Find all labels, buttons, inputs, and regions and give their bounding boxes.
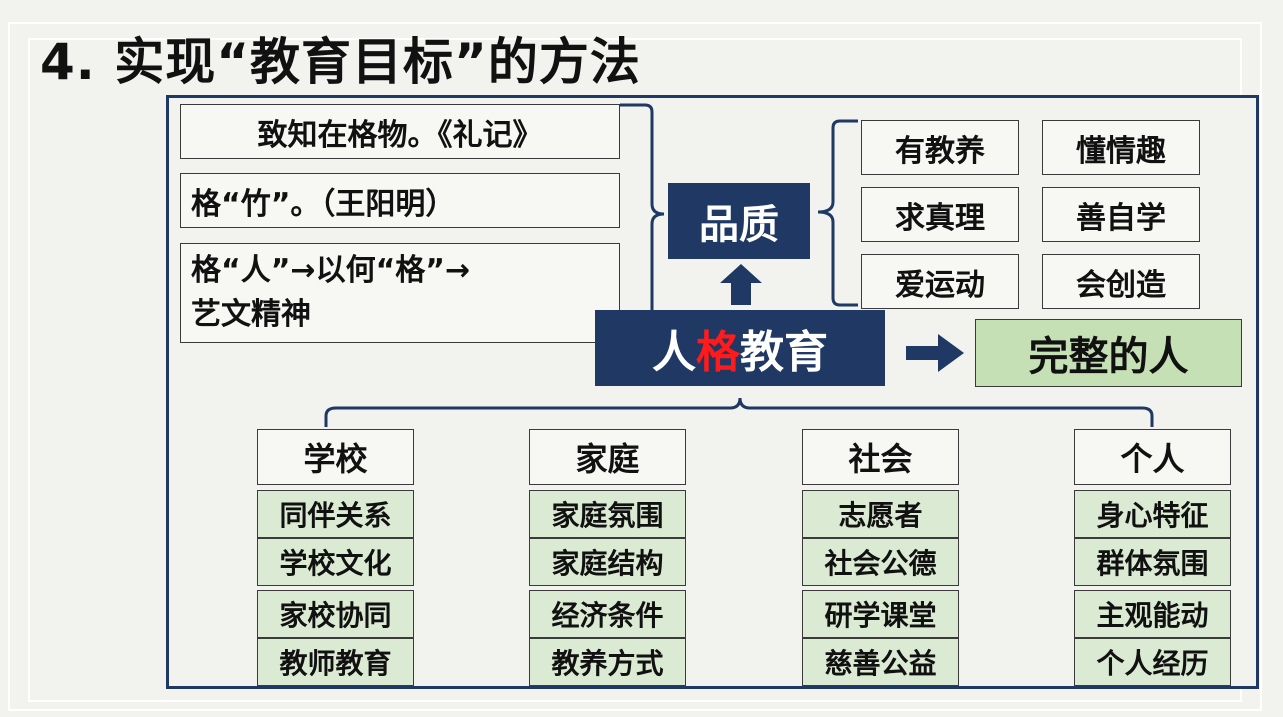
center-text-part3: 教育 bbox=[740, 327, 828, 378]
traits-bracket bbox=[817, 119, 858, 307]
column-item-label: 社会公德 bbox=[824, 547, 937, 580]
column-item: 研学课堂 bbox=[802, 590, 959, 638]
arrow-right-icon bbox=[906, 334, 964, 372]
center-node: 人格教育 bbox=[595, 310, 885, 386]
column-item-label: 身心特征 bbox=[1096, 499, 1209, 532]
column-item-label: 慈善公益 bbox=[824, 647, 937, 680]
center-text-highlight: 格 bbox=[696, 327, 740, 378]
column-item-label: 个人经历 bbox=[1096, 647, 1209, 680]
trait-label: 有教养 bbox=[895, 133, 985, 169]
trait-box: 求真理 bbox=[861, 187, 1019, 242]
quality-label: 品质 bbox=[699, 202, 779, 248]
column-item: 个人经历 bbox=[1074, 638, 1231, 686]
column-item-label: 教养方式 bbox=[551, 647, 664, 680]
column-item: 家校协同 bbox=[257, 590, 414, 638]
column-item-label: 学校文化 bbox=[279, 547, 392, 580]
quote-box-ren: 格“人”→以何“格”→ 艺文精神 bbox=[180, 243, 620, 343]
trait-box: 爱运动 bbox=[861, 254, 1019, 309]
column-header: 个人 bbox=[1074, 429, 1231, 485]
column-item-label: 经济条件 bbox=[551, 599, 664, 632]
quote-text: 致知在格物。《礼记》 bbox=[257, 117, 543, 153]
quote-text-line2: 艺文精神 bbox=[191, 297, 311, 332]
column-item: 家庭结构 bbox=[529, 538, 686, 586]
column-header-label: 家庭 bbox=[575, 440, 640, 478]
column-item: 主观能动 bbox=[1074, 590, 1231, 638]
trait-box: 会创造 bbox=[1042, 254, 1200, 309]
column-header-label: 学校 bbox=[303, 440, 368, 478]
column-item: 慈善公益 bbox=[802, 638, 959, 686]
column-item: 社会公德 bbox=[802, 538, 959, 586]
column-item-label: 主观能动 bbox=[1096, 599, 1209, 632]
outcome-label: 完整的人 bbox=[1028, 334, 1189, 380]
column-header: 家庭 bbox=[529, 429, 686, 485]
column-item: 学校文化 bbox=[257, 538, 414, 586]
trait-label: 求真理 bbox=[895, 200, 985, 236]
column-item: 身心特征 bbox=[1074, 490, 1231, 538]
trait-label: 懂情趣 bbox=[1076, 133, 1166, 169]
column-item: 教养方式 bbox=[529, 638, 686, 686]
column-item-label: 家庭结构 bbox=[551, 547, 664, 580]
trait-box: 有教养 bbox=[861, 120, 1019, 175]
page-title: 4. 实现“教育目标”的方法 bbox=[40, 33, 641, 91]
trait-box: 懂情趣 bbox=[1042, 120, 1200, 175]
column-header: 社会 bbox=[802, 429, 959, 485]
quote-box-liji: 致知在格物。《礼记》 bbox=[180, 104, 620, 159]
quality-node: 品质 bbox=[668, 183, 810, 259]
outcome-node: 完整的人 bbox=[975, 319, 1242, 387]
column-item-label: 志愿者 bbox=[838, 499, 923, 532]
column-item-label: 教师教育 bbox=[279, 647, 392, 680]
column-item-label: 群体氛围 bbox=[1096, 547, 1209, 580]
column-item: 经济条件 bbox=[529, 590, 686, 638]
column-header-label: 个人 bbox=[1120, 440, 1185, 478]
quote-box-wangyangming: 格“竹”。（王阳明） bbox=[180, 173, 620, 228]
column-item-label: 家校协同 bbox=[279, 599, 392, 632]
column-header: 学校 bbox=[257, 429, 414, 485]
arrow-up-icon bbox=[720, 264, 762, 305]
column-item: 同伴关系 bbox=[257, 490, 414, 538]
quote-text-line1: 格“人”→以何“格”→ bbox=[191, 253, 471, 288]
column-header-label: 社会 bbox=[848, 440, 913, 478]
trait-box: 善自学 bbox=[1042, 187, 1200, 242]
decorative-frame-outer bbox=[8, 22, 1262, 711]
column-item: 志愿者 bbox=[802, 490, 959, 538]
trait-label: 会创造 bbox=[1076, 267, 1166, 303]
trait-label: 爱运动 bbox=[895, 267, 985, 303]
quotes-bracket bbox=[620, 103, 665, 312]
center-text-part1: 人 bbox=[652, 327, 696, 378]
column-item-label: 家庭氛围 bbox=[551, 499, 664, 532]
column-item: 教师教育 bbox=[257, 638, 414, 686]
column-item: 群体氛围 bbox=[1074, 538, 1231, 586]
column-item: 家庭氛围 bbox=[529, 490, 686, 538]
columns-bracket bbox=[324, 397, 1154, 427]
column-item-label: 研学课堂 bbox=[824, 599, 937, 632]
quote-text: 格“竹”。（王阳明） bbox=[191, 186, 456, 222]
column-item-label: 同伴关系 bbox=[279, 499, 392, 532]
trait-label: 善自学 bbox=[1076, 200, 1166, 236]
